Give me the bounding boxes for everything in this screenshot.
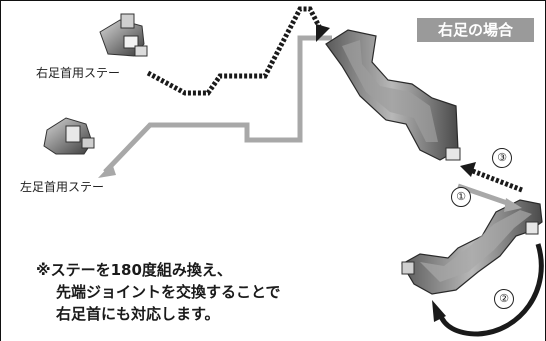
step-2-marker: ② — [494, 289, 514, 309]
step-3-arrow — [460, 162, 523, 193]
right-foot-stay-label: 右足首用ステー — [36, 66, 121, 80]
step-2-rotation-arrow — [432, 243, 544, 337]
gray-route-arrow — [103, 35, 332, 174]
note-line-2: 先端ジョイントを交換することで — [56, 283, 281, 301]
note-line-3: 右足首にも対応します。 — [56, 305, 220, 323]
step-1-marker: ① — [451, 187, 471, 207]
left-foot-stay-part — [43, 117, 95, 155]
rotated-stay-part — [401, 199, 543, 295]
step-3-marker: ③ — [492, 148, 512, 168]
frame-left-border — [0, 0, 1, 341]
dotted-route-arrow — [146, 6, 325, 96]
long-stay-part — [325, 29, 461, 161]
left-foot-stay-label: 左足首用ステー — [20, 180, 105, 194]
title-badge: 右足の場合 — [417, 18, 534, 42]
instruction-note: ※ステーを180度組み換え、 先端ジョイントを交換することで 右足首にも対応しま… — [36, 259, 281, 325]
note-line-1: ※ステーを180度組み換え、 — [36, 261, 232, 279]
gray-arrowhead — [98, 163, 116, 178]
frame-top-border — [0, 0, 546, 1]
dotted-arrowhead — [316, 24, 330, 42]
right-foot-stay-part — [99, 13, 148, 57]
